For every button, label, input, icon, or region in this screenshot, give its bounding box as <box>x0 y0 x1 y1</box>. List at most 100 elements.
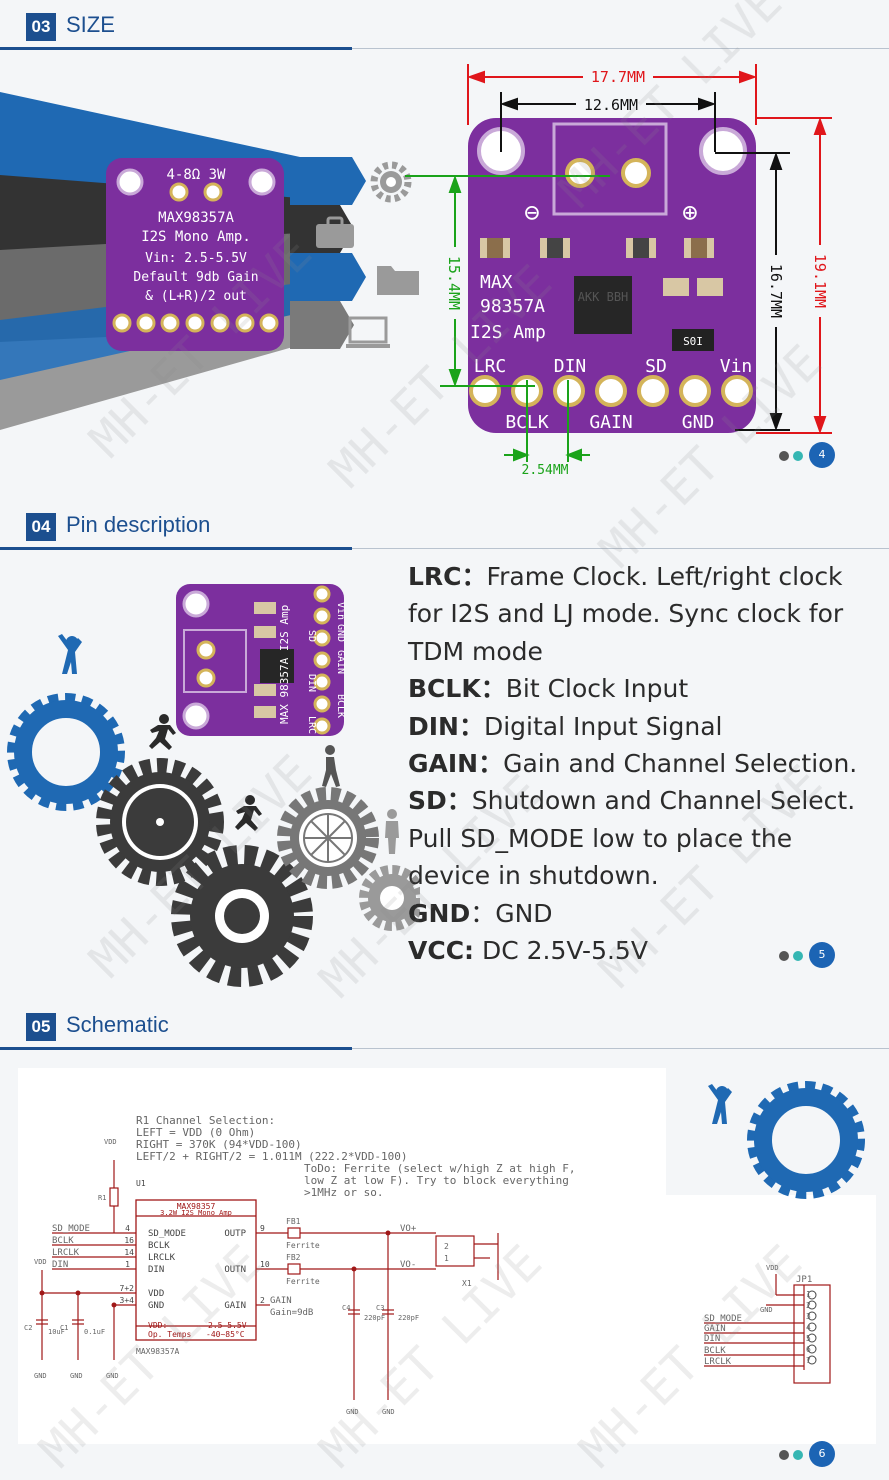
gnd-label: GND <box>34 1372 47 1380</box>
page-dot <box>793 951 803 961</box>
section-title: Schematic <box>66 1012 169 1037</box>
divider <box>0 548 889 549</box>
small-gear-icon <box>359 865 420 931</box>
note-line: LEFT/2 + RIGHT/2 = 1.011M (222.2*VDD-100… <box>136 1150 408 1163</box>
pin-board-din: DIN <box>306 674 317 692</box>
schematic-diagram: R1 Channel Selection: LEFT = VDD (0 Ohm)… <box>18 1068 876 1444</box>
laptop-icon <box>346 316 390 348</box>
pin-board-bclk: BCLK <box>335 694 346 718</box>
ic-bottom: -40~85°C <box>206 1330 245 1339</box>
arrow-tab-1 <box>290 157 366 205</box>
grey-gear-icon <box>277 787 379 889</box>
small-board-silk-1: MAX98357A <box>158 210 234 226</box>
jp-pin: 4 <box>806 1323 811 1332</box>
dim-label-17-7: 17.7MM <box>591 68 645 86</box>
net-label: DIN <box>52 1260 68 1270</box>
jp1-label: JP1 <box>796 1275 812 1285</box>
gnd-label: GND <box>346 1408 359 1416</box>
vdd-label: VDD <box>104 1138 117 1146</box>
gnd-label: GND <box>760 1306 773 1314</box>
small-board-silk-0: 4-8Ω 3W <box>166 167 226 183</box>
runner-icon <box>149 714 176 750</box>
jp-pin: 7 <box>806 1356 811 1365</box>
jp-net: SD_MODE <box>704 1314 742 1324</box>
pin-label-gnd: GND <box>682 412 715 433</box>
pin-label-din: DIN <box>554 356 587 377</box>
ic-bottom: Op. Temps <box>148 1330 192 1339</box>
gear-icon <box>370 161 412 203</box>
pin-desc: Frame Clock. Left/right clock for I2S an… <box>408 562 844 666</box>
small-board-silk-3: Vin: 2.5-5.5V <box>145 251 247 266</box>
dim-label-15-4: 15.4MM <box>445 256 463 310</box>
note-line: R1 Channel Selection: <box>136 1114 275 1127</box>
blue-gear-icon <box>7 693 125 811</box>
pin-num: 2 <box>260 1296 265 1305</box>
diode <box>672 329 714 351</box>
vdd-label: VDD <box>34 1258 47 1266</box>
ferrite-label: Ferrite <box>286 1241 320 1250</box>
pin-num: 14 <box>124 1248 134 1257</box>
jp-net: LRCLK <box>704 1357 732 1367</box>
pin-label-lrc: LRC <box>474 356 507 377</box>
ic-pin-left: GND <box>148 1301 164 1311</box>
runner-icon-2 <box>235 795 262 831</box>
pin-label-vin: Vin <box>720 356 753 377</box>
pin-item-sd: SD：Shutdown and Channel Select. Pull SD_… <box>408 782 868 894</box>
jp-pin: 3 <box>806 1312 811 1321</box>
pin-item-din: DIN：Digital Input Signal <box>408 708 868 745</box>
big-gear-icon <box>171 845 313 987</box>
large-board-silk-1: 98357A <box>480 296 545 317</box>
dim-pitch <box>504 380 590 462</box>
page-number-badge: 5 <box>809 942 835 968</box>
page-number-badge: 6 <box>809 1441 835 1467</box>
ic-pin-right: OUTN <box>224 1265 246 1275</box>
page-dot <box>779 451 789 461</box>
section-header-schematic: 05 Schematic <box>0 1008 889 1050</box>
pin-board-pins <box>313 585 331 735</box>
c2-value: 10uF <box>48 1328 65 1336</box>
c3-value: 220pF <box>398 1314 419 1322</box>
pin-description-list: LRC：Frame Clock. Left/right clock for I2… <box>408 558 868 969</box>
net-label: SD_MODE <box>52 1224 90 1234</box>
large-board-silk-2: I2S Amp <box>470 322 546 343</box>
large-board-pinrow <box>469 375 753 407</box>
arrow-tab-3 <box>290 253 366 301</box>
pin-board-silk: MAX 98357A I2S Amp <box>278 605 291 724</box>
pin-key: VCC: <box>408 936 475 966</box>
net-vo-plus: VO+ <box>400 1224 417 1234</box>
pin-desc: Bit Clock Input <box>505 674 689 704</box>
person-cheer-icon <box>708 1084 732 1124</box>
net-vo-minus: VO- <box>400 1260 416 1270</box>
pin-num: 1 <box>125 1260 130 1269</box>
x1-pin: 1 <box>444 1254 449 1263</box>
ic-u1: U1 <box>136 1179 146 1188</box>
pin-desc: Digital Input Signal <box>483 711 723 741</box>
page-dot <box>779 1450 789 1460</box>
briefcase-icon <box>316 216 354 248</box>
ic-pin-left: DIN <box>148 1265 164 1275</box>
pin-num: 3+4 <box>120 1296 135 1305</box>
note-line: low Z at low F). Try to block everything <box>304 1174 569 1187</box>
pin-board-sd: SD <box>306 630 317 642</box>
amp-chip <box>574 276 632 334</box>
pin-item-lrc: LRC：Frame Clock. Left/right clock for I2… <box>408 558 868 670</box>
pin-board-lrc: LRC <box>306 716 317 734</box>
jp-pin: 2 <box>806 1301 811 1310</box>
arrow-tab-4 <box>290 301 354 349</box>
pin-board: MAX 98357A I2S Amp Vin GND SD GAIN DIN B… <box>176 584 346 736</box>
pin-key: SD： <box>408 786 472 816</box>
size-illustration: 4-8Ω 3W MAX98357A I2S Mono Amp. Vin: 2.5… <box>0 64 832 478</box>
pins-illustration: MAX 98357A I2S Amp Vin GND SD GAIN DIN B… <box>7 584 420 987</box>
section-title: Pin description <box>66 512 211 537</box>
section-title: SIZE <box>66 12 115 37</box>
pin-desc: DC 2.5V-5.5V <box>482 936 648 966</box>
ic-pin-right: OUTP <box>224 1229 246 1239</box>
small-board-silk-4: Default 9db Gain <box>133 270 258 285</box>
note-line: >1MHz or so. <box>304 1186 383 1199</box>
ic-pin-left: BCLK <box>148 1241 170 1251</box>
divider-accent <box>0 547 352 550</box>
c4-value: 220pF <box>364 1314 385 1322</box>
note-line: RIGHT = 370K (94*VDD-100) <box>136 1138 302 1151</box>
c4-label: C4 <box>342 1304 350 1312</box>
pin-description-section: 04 Pin description MAX 98357A I2S Amp <box>0 500 889 1000</box>
